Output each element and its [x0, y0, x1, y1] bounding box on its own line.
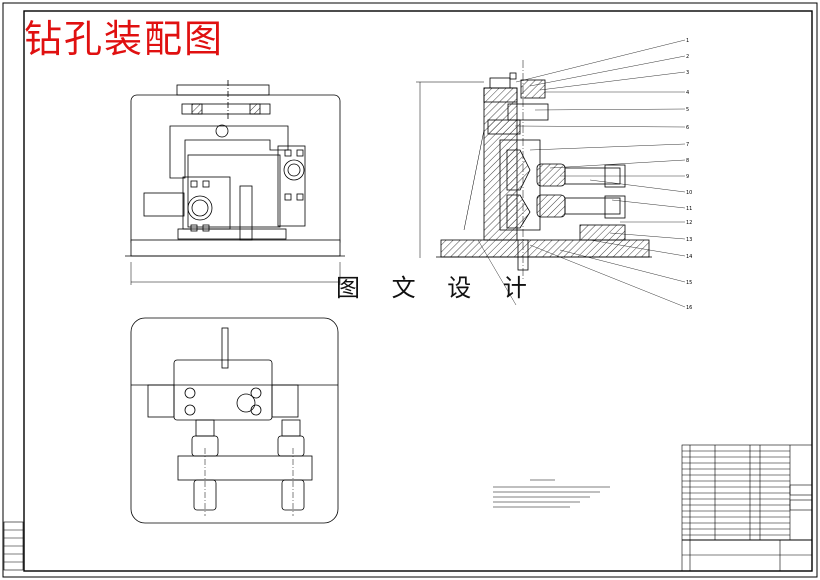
section-view: [416, 39, 686, 308]
balloon-15: 15: [686, 280, 692, 286]
technical-notes: [493, 479, 610, 508]
left-margin-table: [3, 521, 24, 571]
top-view: [130, 317, 339, 524]
balloon-2: 2: [686, 54, 689, 60]
balloon-1: 1: [686, 38, 689, 44]
drawing-title: 钻孔装配图: [24, 17, 225, 61]
balloon-9: 9: [686, 174, 689, 180]
balloon-5: 5: [686, 107, 689, 113]
balloon-3: 3: [686, 70, 689, 76]
balloon-4: 4: [686, 90, 689, 96]
front-view: [125, 80, 345, 285]
balloon-16: 16: [686, 305, 692, 311]
balloon-14: 14: [686, 254, 692, 260]
balloon-7: 7: [686, 142, 689, 148]
title-block: [681, 444, 813, 572]
balloon-6: 6: [686, 125, 689, 131]
balloon-12: 12: [686, 220, 692, 226]
balloon-13: 13: [686, 237, 692, 243]
balloon-8: 8: [686, 158, 689, 164]
balloon-10: 10: [686, 190, 692, 196]
balloon-11: 11: [686, 206, 692, 212]
watermark-text: 图 文 设 计: [336, 274, 539, 302]
